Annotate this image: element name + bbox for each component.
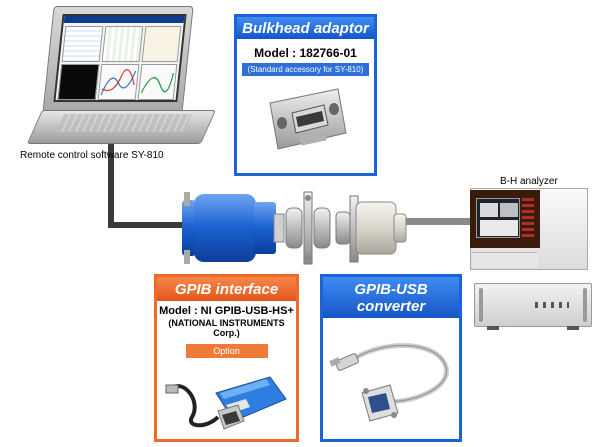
software-graph-panel [97, 64, 140, 100]
software-title-bar [63, 16, 185, 23]
laptop-caption: Remote control software SY-810 [20, 150, 164, 161]
connector-chain [182, 191, 407, 265]
bulkhead-adaptor-note: (Standard accessory for SY-810) [242, 63, 369, 76]
gpib-usb-cable-image [329, 343, 449, 422]
gpib-interface-callout: GPIB interface Model : NI GPIB-USB-HS+ (… [154, 274, 299, 442]
gpib-interface-image [165, 376, 287, 430]
gpib-interface-title: GPIB interface [157, 277, 296, 301]
analyzer-side-connector [335, 195, 407, 263]
software-panel [61, 26, 104, 62]
bulkhead-adaptor-callout: Bulkhead adaptor Model : 182766-01 (Stan… [234, 14, 377, 176]
bulkhead-adaptor-image [269, 88, 347, 150]
gpib-interface-option-badge: Option [185, 344, 268, 358]
cable-laptop-horizontal [108, 222, 198, 228]
laptop [8, 6, 216, 146]
laptop-keyboard [55, 114, 193, 132]
bh-analyzer-buttons [522, 198, 534, 238]
software-panel [101, 26, 144, 62]
bh-analyzer-front-panel [470, 190, 540, 248]
gpib-connector-blue [182, 192, 285, 264]
gpib-interface-maker: (NATIONAL INSTRUMENTS Corp.) [168, 318, 285, 338]
cable-laptop-vertical [108, 128, 114, 228]
bulkhead-adaptor-connector [285, 191, 331, 265]
bh-analyzer-stand [472, 252, 538, 268]
software-panel [57, 64, 100, 100]
software-panel [141, 26, 182, 62]
measurement-rack-unit [474, 283, 592, 330]
rack-unit-indicators [535, 302, 569, 308]
bulkhead-adaptor-title: Bulkhead adaptor [237, 17, 374, 39]
cable-analyzer [396, 218, 474, 225]
gpib-interface-model: Model : NI GPIB-USB-HS+ [159, 305, 294, 317]
software-graph-panel [137, 64, 178, 100]
bh-analyzer-display [476, 198, 520, 238]
bulkhead-adaptor-model: Model : 182766-01 [254, 46, 357, 60]
bh-analyzer [470, 188, 588, 270]
laptop-screen [53, 14, 187, 102]
analyzer-caption: B-H analyzer [500, 176, 558, 187]
gpib-usb-converter-title: GPIB-USB converter [323, 277, 459, 318]
